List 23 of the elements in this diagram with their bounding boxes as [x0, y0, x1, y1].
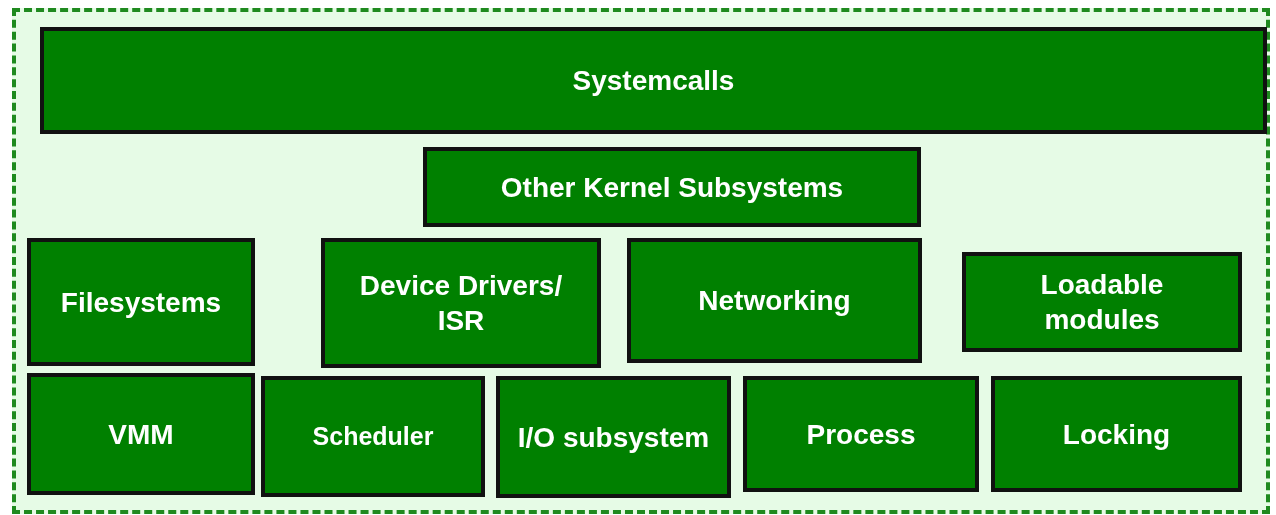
layer-label: Process [806, 417, 916, 452]
layer-label: Systemcalls [572, 64, 735, 98]
layer-box [321, 238, 601, 368]
layer-label: Filesystems [60, 285, 222, 320]
layer-label: Networking [698, 284, 851, 318]
layer-box [27, 238, 255, 366]
layer-label: Other Kernel Subsystems [500, 170, 844, 205]
layer-box [496, 376, 731, 498]
layer-label: Loadable modules [1039, 268, 1165, 337]
dashed-frame [12, 8, 1270, 514]
layer-label: VMM [108, 417, 174, 452]
layer-box [27, 373, 255, 495]
layer-box [962, 252, 1242, 352]
layer-box [627, 238, 922, 363]
layer-label: Device Drivers/ ISR [358, 269, 564, 338]
layer-label: I/O subsystem [517, 420, 710, 455]
layer-box [743, 376, 979, 492]
layer-box [40, 27, 1267, 134]
layer-box [423, 147, 921, 227]
layer-box [991, 376, 1242, 492]
layer-box [261, 376, 485, 497]
layer-label: Scheduler [312, 420, 434, 452]
layer-label: Locking [1062, 417, 1171, 452]
